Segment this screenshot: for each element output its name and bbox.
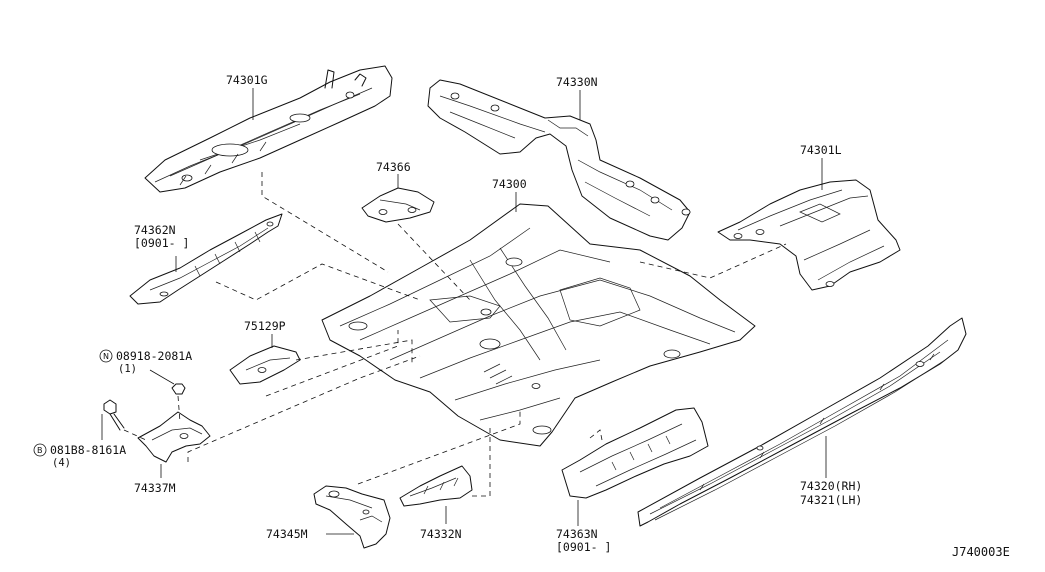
label-74300: 74300 xyxy=(492,177,527,191)
part-74330N-drawing xyxy=(427,79,691,241)
assembly-dashed-lines xyxy=(187,172,787,497)
part-74337M-drawing xyxy=(137,411,211,463)
label-bolt-qty: (4) xyxy=(52,457,71,469)
label-74337M: 74337M xyxy=(134,481,176,495)
label-nut-number: 08918-2081A xyxy=(116,349,192,363)
part-74366-drawing xyxy=(361,187,435,223)
label-74362N: 74362N xyxy=(134,223,176,237)
bolt-symbol: B xyxy=(37,446,43,455)
part-74301L-drawing xyxy=(717,179,901,291)
part-74301G-drawing xyxy=(144,65,393,193)
note-74362N: [0901- ] xyxy=(134,236,189,250)
part-74362N-drawing xyxy=(129,213,283,305)
label-74321: 74321(LH) xyxy=(800,493,862,507)
note-74363N: [0901- ] xyxy=(556,540,611,554)
part-74300-drawing xyxy=(321,203,756,447)
label-75129P: 75129P xyxy=(244,319,286,333)
bolt-symbol-circle xyxy=(33,443,47,457)
nut-symbol: N xyxy=(103,352,109,361)
label-74301G: 74301G xyxy=(226,73,268,87)
part-74320-drawing xyxy=(637,317,967,527)
label-74330N: 74330N xyxy=(556,75,598,89)
bolt-drawing xyxy=(103,399,147,441)
label-nut-qty: (1) xyxy=(118,363,137,375)
label-74332N: 74332N xyxy=(420,527,462,541)
label-74301L: 74301L xyxy=(800,143,842,157)
part-74332N-drawing xyxy=(399,465,473,507)
label-74345M: 74345M xyxy=(266,527,308,541)
label-74366: 74366 xyxy=(376,160,411,174)
nut-symbol-circle xyxy=(99,349,113,363)
label-74363N: 74363N xyxy=(556,527,598,541)
label-bolt-number: 081B8-8161A xyxy=(50,443,126,457)
part-74363N-drawing xyxy=(561,407,709,499)
diagram-code: J740003E xyxy=(952,545,1010,559)
part-75129P-drawing xyxy=(229,345,301,385)
label-74320: 74320(RH) xyxy=(800,479,862,493)
nut-drawing xyxy=(171,383,186,423)
leader-nut xyxy=(149,369,175,385)
part-74345M-drawing xyxy=(313,485,391,549)
